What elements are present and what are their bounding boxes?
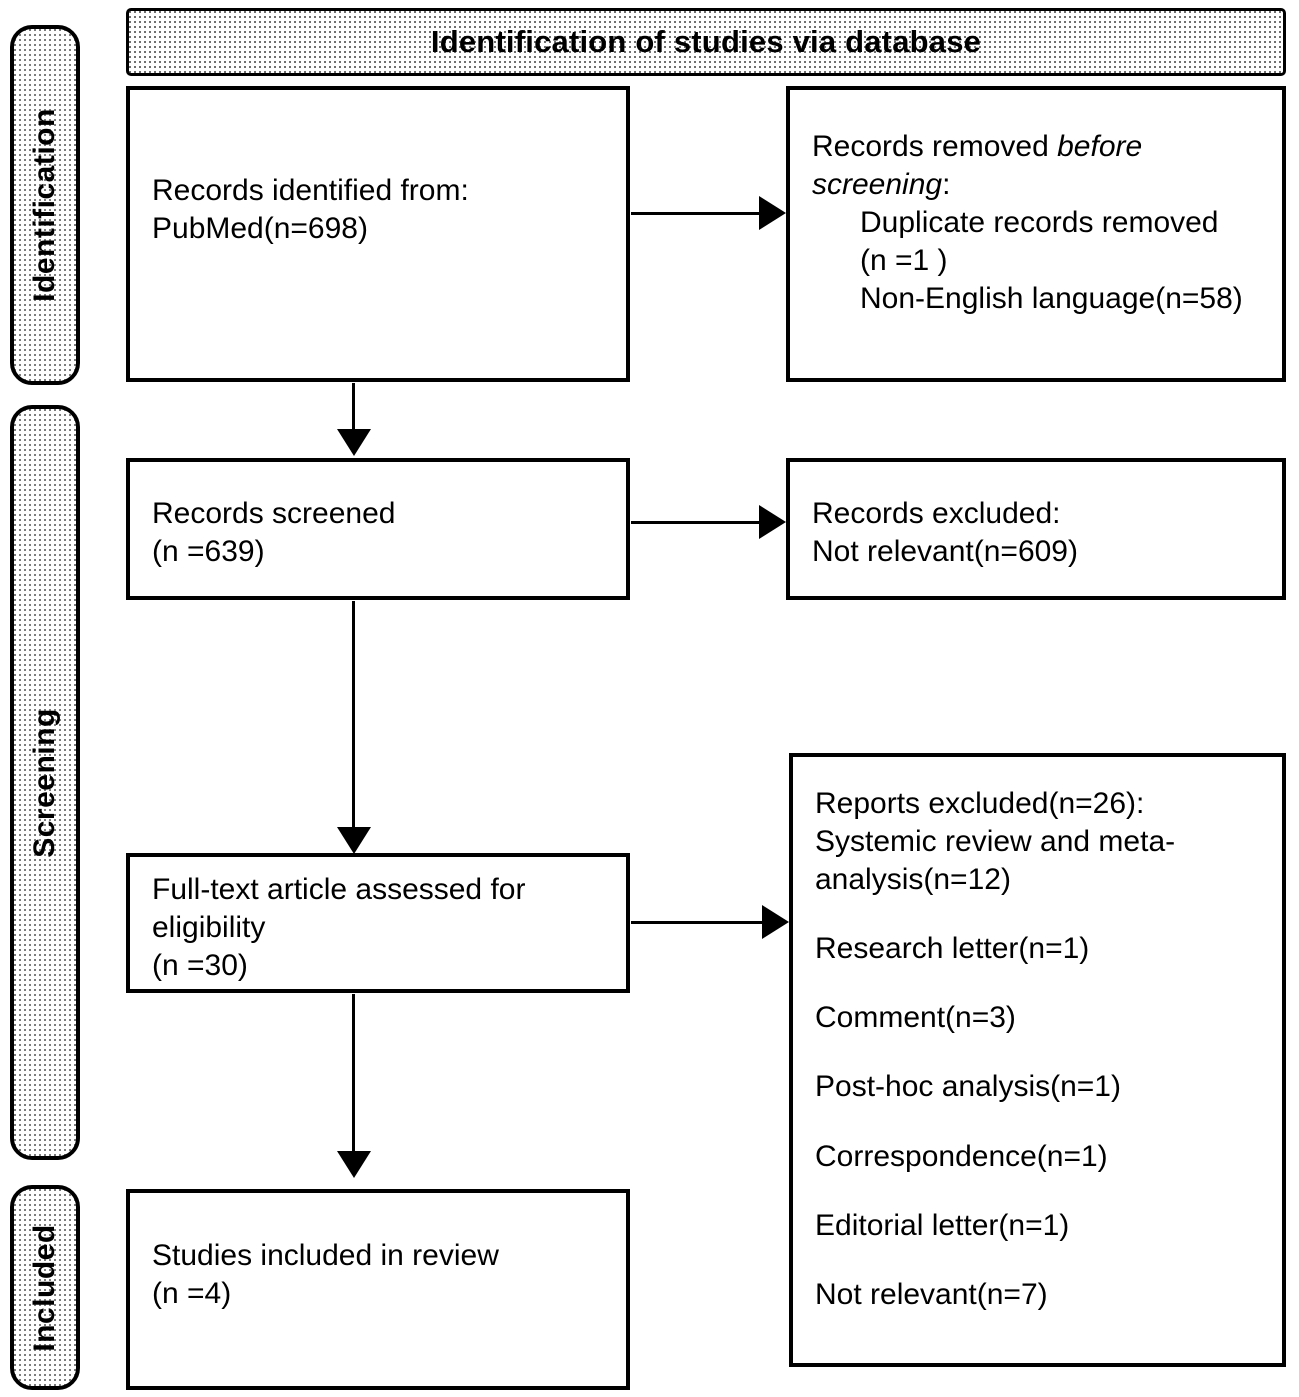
box-records-identified: Records identified from: PubMed(n=698) xyxy=(126,86,630,382)
line: analysis(n=12) xyxy=(815,863,1011,897)
box-records-excluded-text: Records excluded: Not relevant(n=609) xyxy=(812,495,1268,571)
connector-fulltext-to-included xyxy=(352,994,355,1153)
line: Comment(n=3) xyxy=(815,1001,1016,1035)
line: (n =1 ) xyxy=(860,244,948,278)
connector-fulltext-to-reports-excluded xyxy=(631,921,764,924)
line: (n =639) xyxy=(152,535,265,569)
line: Studies included in review xyxy=(152,1239,499,1272)
banner-title: Identification of studies via database xyxy=(430,24,982,59)
line: Not relevant(n=7) xyxy=(815,1277,1048,1311)
box-records-excluded: Records excluded: Not relevant(n=609) xyxy=(786,458,1286,600)
stage-bar-included: Included xyxy=(10,1185,80,1390)
header-banner: Identification of studies via database xyxy=(126,8,1286,76)
line: eligibility xyxy=(152,911,266,945)
stage-bar-identification: Identification xyxy=(10,25,80,385)
arrowhead-screened-to-excluded xyxy=(759,505,786,539)
box-reports-excluded-text: Reports excluded(n=26): Systemic review … xyxy=(815,785,1268,1314)
box-studies-included-text: Studies included in review (n =4) xyxy=(152,1237,612,1313)
box-studies-included: Studies included in review (n =4) xyxy=(126,1189,630,1390)
line: Post-hoc analysis(n=1) xyxy=(815,1070,1121,1104)
box-fulltext-assessed: Full-text article assessed for eligibili… xyxy=(126,853,630,993)
line: Research letter(n=1) xyxy=(815,932,1090,966)
line: Records screened xyxy=(152,497,396,530)
line: Non-English language(n=58) xyxy=(860,282,1243,316)
stage-bar-screening: Screening xyxy=(10,405,80,1160)
box-records-screened: Records screened (n =639) xyxy=(126,458,630,600)
line: Reports excluded(n=26): xyxy=(815,787,1145,820)
line: (n =30) xyxy=(152,949,248,983)
arrowhead-identified-to-screened xyxy=(337,429,371,456)
stage-label-included: Included xyxy=(28,1223,61,1352)
arrowhead-fulltext-to-reports-excluded xyxy=(762,905,789,939)
line: screening: xyxy=(812,168,951,202)
connector-screened-to-fulltext xyxy=(352,601,355,829)
arrowhead-screened-to-fulltext xyxy=(337,827,371,854)
line: Full-text article assessed for xyxy=(152,873,526,906)
connector-screened-to-excluded xyxy=(631,521,761,524)
arrowhead-fulltext-to-included xyxy=(337,1151,371,1178)
line: Duplicate records removed xyxy=(860,206,1219,240)
box-fulltext-assessed-text: Full-text article assessed for eligibili… xyxy=(152,871,612,985)
line: Correspondence(n=1) xyxy=(815,1139,1108,1173)
stage-label-identification: Identification xyxy=(28,108,61,302)
line: Records identified from: xyxy=(152,174,469,207)
line: Not relevant(n=609) xyxy=(812,535,1078,569)
line: PubMed(n=698) xyxy=(152,212,368,246)
line: Editorial letter(n=1) xyxy=(815,1208,1070,1242)
box-records-removed-before-screening: Records removed before screening: Duplic… xyxy=(786,86,1286,382)
line: Records removed before xyxy=(812,130,1143,163)
box-records-identified-text: Records identified from: PubMed(n=698) xyxy=(152,172,612,248)
line: (n =4) xyxy=(152,1277,232,1311)
connector-identified-to-removed xyxy=(631,212,761,215)
arrowhead-identified-to-removed xyxy=(759,196,786,230)
line: Systemic review and meta- xyxy=(815,825,1176,859)
connector-identified-to-screened xyxy=(352,383,355,431)
stage-label-screening: Screening xyxy=(28,707,61,858)
box-reports-excluded: Reports excluded(n=26): Systemic review … xyxy=(789,753,1286,1367)
line: Records excluded: xyxy=(812,497,1061,530)
box-records-screened-text: Records screened (n =639) xyxy=(152,495,612,571)
box-records-removed-text: Records removed before screening: Duplic… xyxy=(812,128,1268,318)
